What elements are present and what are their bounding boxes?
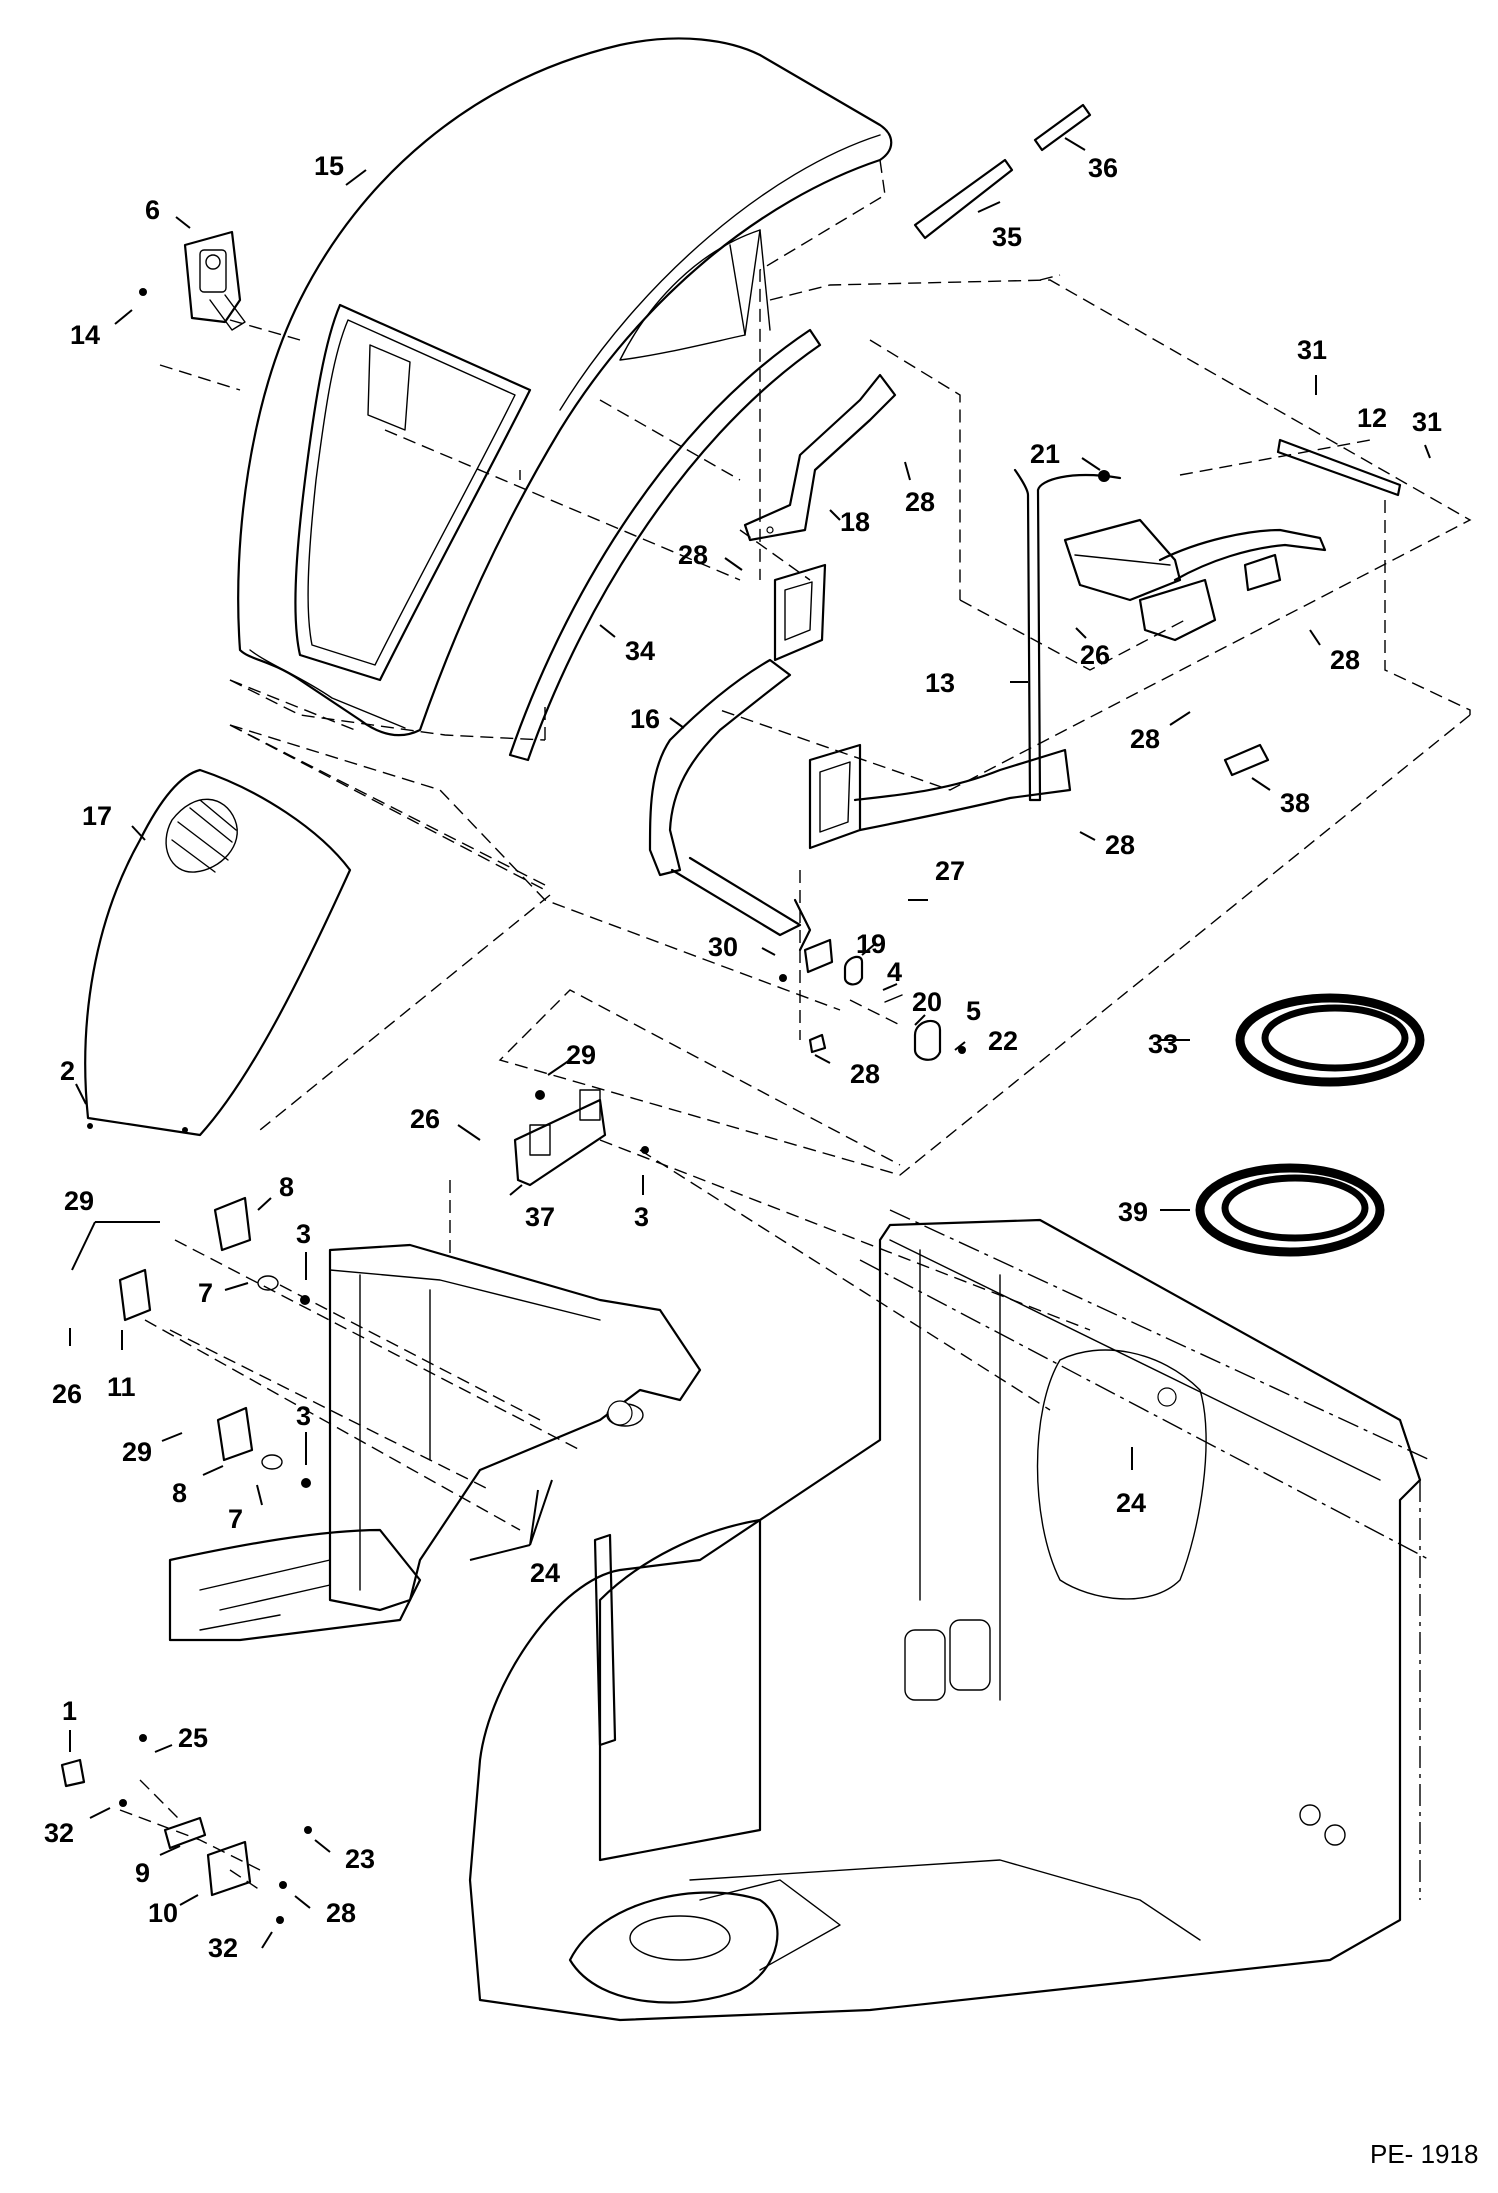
callout-31-top: 31 [1297,335,1327,365]
callout-33: 33 [1148,1029,1178,1059]
callout-34: 34 [625,636,655,666]
callout-29-left: 29 [64,1186,94,1216]
callout-16: 16 [630,704,660,734]
callout-28-lower: 28 [850,1059,880,1089]
callout-8-upper: 8 [279,1172,294,1202]
callout-28-upper-mid: 28 [1130,724,1160,754]
callout-28-bottom: 28 [326,1898,356,1928]
callout-24-left: 24 [530,1558,560,1588]
callout-31-right: 31 [1412,407,1442,437]
callout-18: 18 [840,507,870,537]
callout-29-mid: 29 [566,1040,596,1070]
callout-32-lower: 32 [208,1933,238,1963]
callout-2: 2 [60,1056,75,1086]
frame-tube-13 [808,468,1122,850]
figure-reference: PE- 1918 [1370,2139,1478,2169]
callout-37: 37 [525,1202,555,1232]
callout-3-lower-left: 3 [296,1401,311,1431]
clip-38 [1223,743,1270,777]
coil-seal-33 [1235,993,1425,1087]
callout-32-upper: 32 [44,1818,74,1848]
callout-21: 21 [1030,439,1060,469]
callout-13: 13 [925,668,955,698]
callout-38: 38 [1280,788,1310,818]
coil-seal-39 [1195,1163,1385,1257]
seal-strip-34 [508,328,822,762]
callout-14: 14 [70,320,100,350]
callout-35: 35 [992,222,1022,252]
callout-39: 39 [1118,1197,1148,1227]
mount-hardware [779,938,966,1061]
bracket-18 [743,373,897,542]
callout-26-lower: 26 [52,1379,82,1409]
callout-9: 9 [135,1858,150,1888]
callout-1: 1 [62,1696,77,1726]
trim-strips [913,103,1092,240]
leader-lines [69,137,1431,1949]
latch-assembly [183,230,246,331]
callout-12: 12 [1357,403,1387,433]
callout-23: 23 [345,1844,375,1874]
callout-24-right: 24 [1116,1488,1146,1518]
main-chassis-frame [468,1218,1422,2022]
support-arm-16 [648,563,827,952]
callout-20: 20 [912,987,942,1017]
callout-19: 19 [856,929,886,959]
callout-25: 25 [178,1723,208,1753]
latch-striker-parts [118,1196,311,1488]
callout-27: 27 [935,856,965,886]
callout-8-lower: 8 [172,1478,187,1508]
callout-4: 4 [887,957,902,987]
callout-17: 17 [82,801,112,831]
hinge-bracket-37 [513,1089,649,1187]
callout-5: 5 [966,996,981,1026]
callout-28-lower-mid: 28 [1105,830,1135,860]
upper-rail-assembly [1063,438,1402,642]
callout-15: 15 [314,151,344,181]
callout-29-lower: 29 [122,1437,152,1467]
callout-30: 30 [708,932,738,962]
callout-22: 22 [988,1026,1018,1056]
callout-28-mid: 28 [905,487,935,517]
callout-7-upper: 7 [198,1278,213,1308]
callout-3-upper-left: 3 [296,1219,311,1249]
callout-26-upper: 26 [1080,640,1110,670]
callout-36: 36 [1088,153,1118,183]
callout-3-mid: 3 [634,1202,649,1232]
callout-labels: 15 6 14 35 36 31 12 31 21 28 18 28 26 28… [44,151,1442,1963]
side-window-panel [84,768,352,1137]
callout-6: 6 [145,195,160,225]
callout-28-left: 28 [678,540,708,570]
lower-bracket-parts [60,1734,312,1924]
callout-11: 11 [107,1372,136,1402]
canopy-hood-shell [237,37,893,737]
callout-28-right: 28 [1330,645,1360,675]
assembly-lines [119,159,1472,1900]
callout-7-lower: 7 [228,1504,243,1534]
callout-26-mid: 26 [410,1104,440,1134]
callout-10: 10 [148,1898,178,1928]
